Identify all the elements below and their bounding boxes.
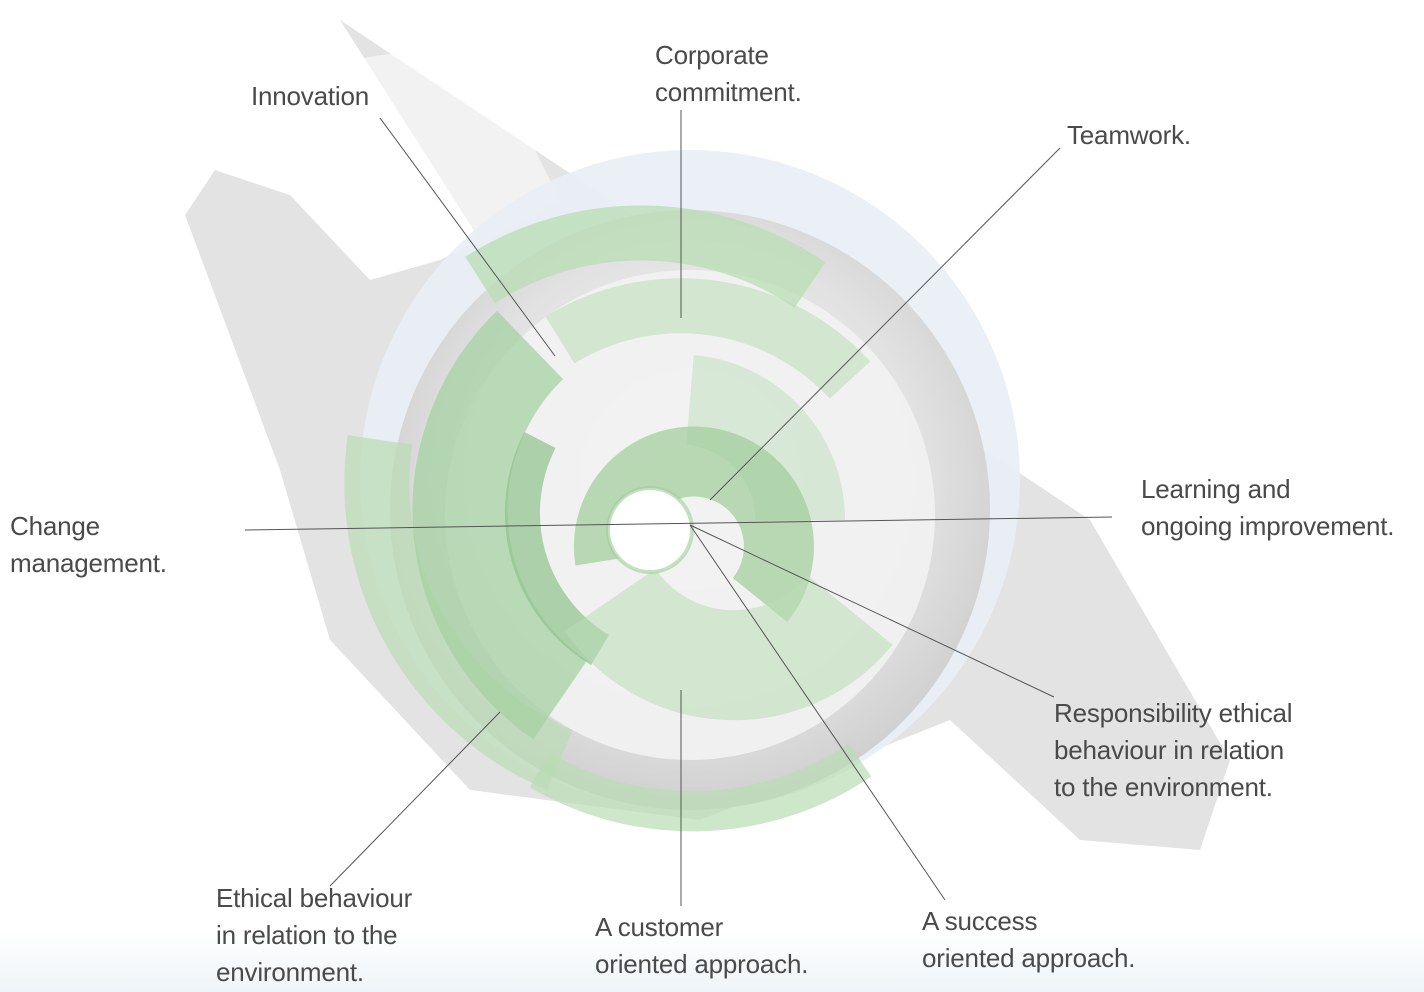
green-rings bbox=[344, 205, 893, 832]
label-teamwork: Teamwork. bbox=[1067, 120, 1191, 150]
leader-teamwork bbox=[709, 147, 1061, 501]
ring-outer-bottom bbox=[529, 743, 872, 832]
leader-success bbox=[689, 524, 946, 901]
tool-slot bbox=[350, 40, 560, 250]
ring-mid-top bbox=[545, 278, 871, 399]
label-corporate-commitment: Corporate commitment. bbox=[655, 40, 802, 107]
label-innovation: Innovation bbox=[251, 81, 369, 111]
center-hole bbox=[608, 488, 692, 572]
ring-mid-left bbox=[412, 310, 588, 740]
ring-outer-top bbox=[465, 205, 826, 308]
horizontal-axis-line bbox=[244, 516, 1113, 531]
label-success: A success oriented approach. bbox=[922, 906, 1136, 973]
leader-lines bbox=[329, 110, 1061, 906]
label-responsibility: Responsibility ethical behaviour in rela… bbox=[1054, 698, 1293, 802]
ring-lower bbox=[564, 567, 893, 721]
label-ethical-behaviour: Ethical behaviour in relation to the env… bbox=[216, 883, 413, 987]
label-change-management: Change management. bbox=[10, 511, 167, 578]
label-learning: Learning and ongoing improvement. bbox=[1141, 474, 1395, 541]
leader-innovation bbox=[379, 117, 556, 357]
label-customer: A customer oriented approach. bbox=[595, 912, 809, 979]
center-hole-edge bbox=[606, 486, 694, 574]
leader-responsibility bbox=[689, 524, 1055, 698]
ring-outer-left bbox=[344, 435, 574, 790]
leader-ethical bbox=[329, 711, 501, 887]
